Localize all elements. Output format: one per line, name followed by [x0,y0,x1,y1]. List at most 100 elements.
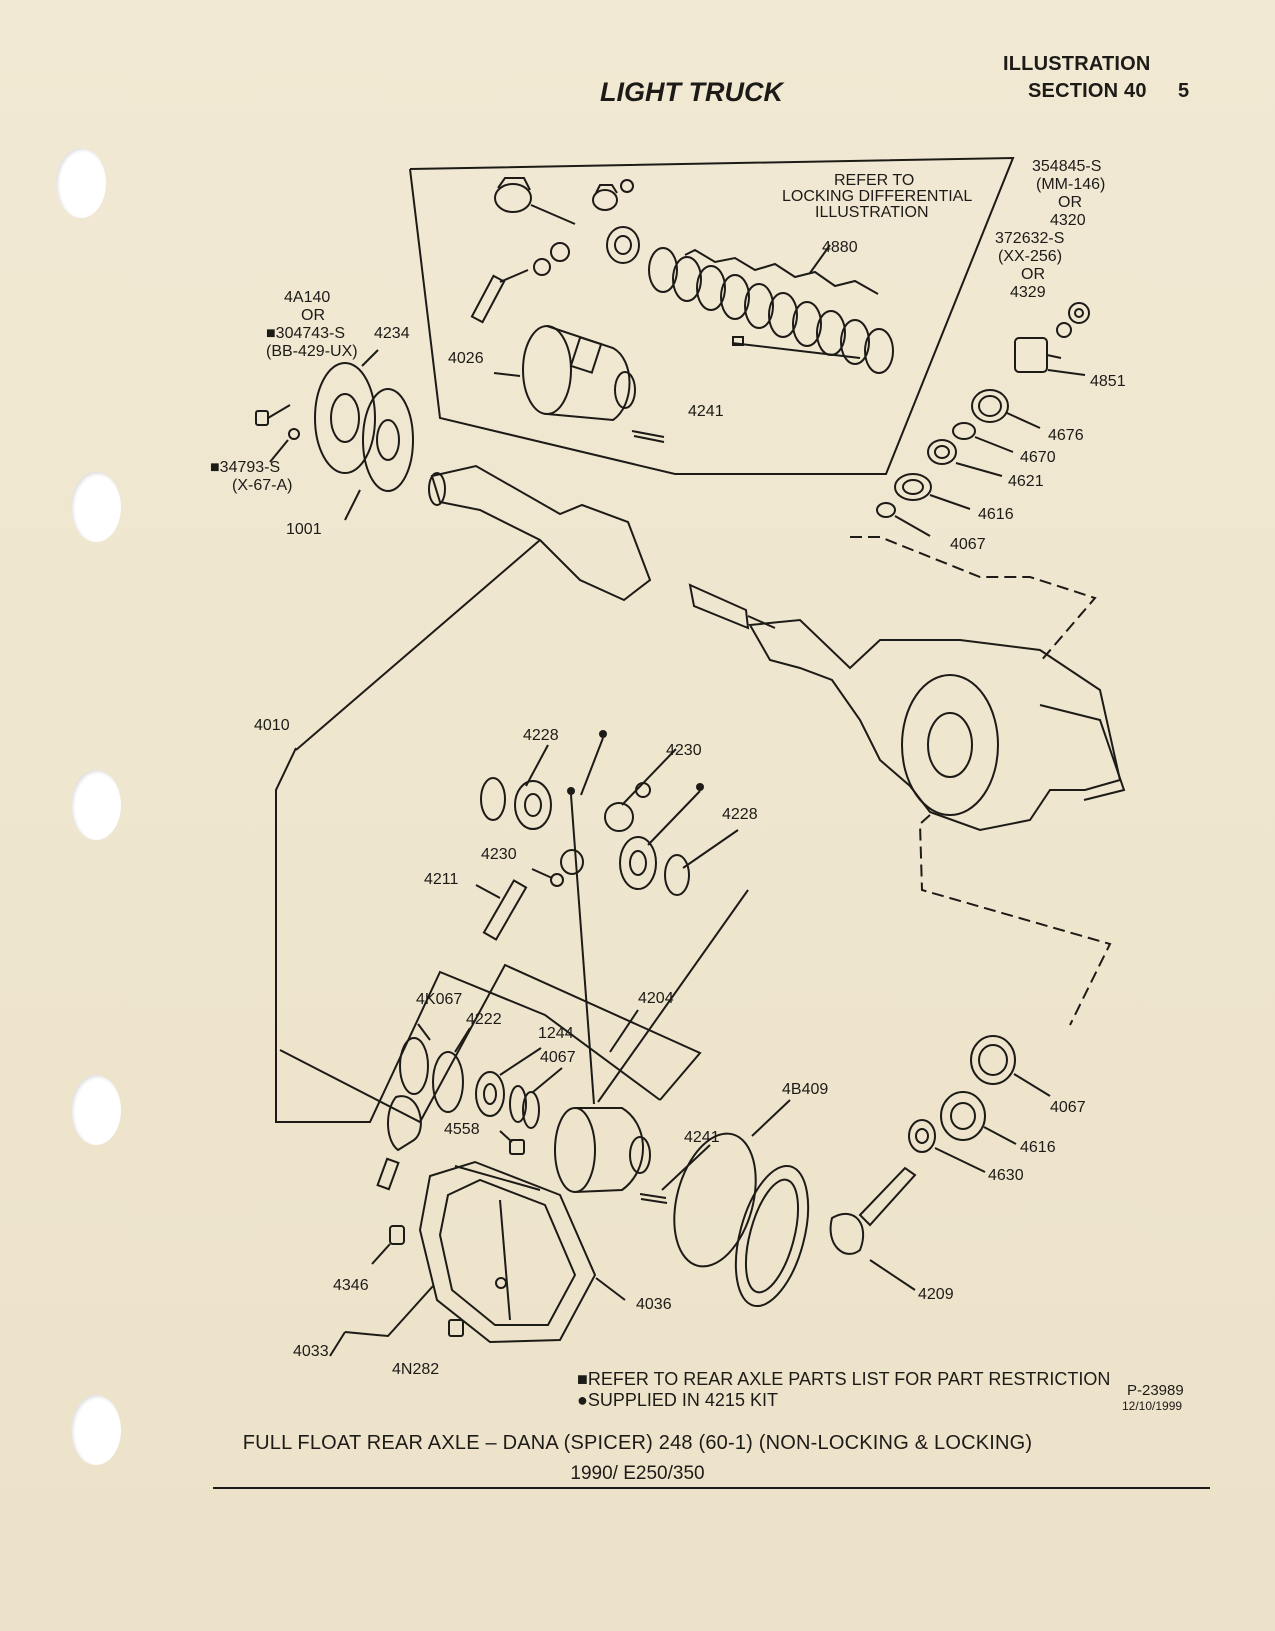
cross-pin-top [470,269,529,324]
label-xx256: (XX-256) [998,248,1062,265]
bearing-cup-4616-top [894,473,971,510]
label-4630: 4630 [988,1167,1024,1184]
page-number: 5 [1178,80,1190,102]
pinion-mate-upper [604,782,651,832]
differential-case-locking [493,325,636,422]
pinion-nut [1056,302,1090,338]
flange-nut [269,428,300,463]
pinion-flange-4851 [1014,337,1086,376]
housing-center [748,618,1126,832]
caption-title: FULL FLOAT REAR AXLE – DANA (SPICER) 248… [242,1432,1033,1454]
label-372632: 372632-S [995,230,1064,247]
label-4228-left: 4228 [523,727,559,744]
page-title: LIGHT TRUCK [600,77,783,107]
axle-housing-tube-left [428,464,652,602]
label-x67a: (X-67-A) [232,477,292,494]
label-4558: 4558 [444,1121,480,1138]
fill-plug-4346 [371,1225,405,1265]
reference-date: 12/10/1999 [1122,1399,1183,1413]
side-gear-left [514,780,552,830]
bracket-4033-down [329,1331,346,1357]
pinion-mate-lower [550,849,584,887]
shim-4K067 [399,1023,431,1095]
label-or-3: OR [301,307,325,324]
punch-hole-1 [56,148,106,218]
label-304743: ■304743-S [266,325,345,342]
label-4616-bottom: 4616 [1020,1139,1056,1156]
cap-bolt [376,1157,400,1191]
label-4026: 4026 [448,350,484,367]
drain-plug-4N282 [448,1319,464,1337]
axle-flange-4234 [314,349,379,474]
label-354845: 354845-S [1032,158,1101,175]
side-gear-top-right [606,226,640,264]
kit-dots [567,730,704,795]
cover-4033 [418,1160,626,1344]
bracket-4204 [279,963,702,1124]
side-gear-top-left [494,177,576,225]
shim-4067-right [970,1035,1051,1097]
caption-model: 1990/ E250/350 [570,1463,705,1484]
thrust-washer-4228-left [480,777,506,821]
label-4010: 4010 [254,717,290,734]
label-4616-top: 4616 [978,506,1014,523]
thrust-washer-4228-right [664,854,690,896]
label-4241-bottom: 4241 [684,1129,720,1146]
label-4851: 4851 [1090,373,1126,390]
dash-pinion-path [850,536,1097,663]
pinion-slinger-4670 [952,422,1014,453]
label-4230-right: 4230 [666,742,702,759]
bolt-4558 [499,1130,525,1155]
label-4211: 4211 [424,871,459,888]
label-4329: 4329 [1010,284,1046,301]
label-1244: 1244 [538,1025,574,1042]
label-or-1: OR [1058,194,1082,211]
reference-code: P-23989 [1127,1382,1184,1399]
leaders-nonlocking [475,737,739,1105]
bottom-rule [213,1487,1210,1489]
label-4A140: 4A140 [284,289,330,306]
ring-gear [734,1164,810,1308]
callout-labels: REFER TO LOCKING DIFFERENTIAL ILLUSTRATI… [210,158,1126,1378]
bearing-4630 [908,1119,986,1173]
label-4234: 4234 [374,325,410,342]
header-section: SECTION 40 [1028,80,1147,102]
gasket-4036 [454,1165,541,1191]
label-4676: 4676 [1048,427,1084,444]
bearing-cap [387,1095,422,1152]
lock-pin-top [631,336,861,443]
dash-differential-path [918,814,1112,1026]
label-refer-locking-1: REFER TO [834,172,914,189]
carrier-bearing-1244 [475,1047,542,1117]
pinion-seal-4676 [971,389,1041,429]
differential-case-4204 [554,1107,651,1193]
label-4B409: 4B409 [782,1081,828,1098]
label-4230-left: 4230 [481,846,517,863]
label-refer-locking-2: LOCKING DIFFERENTIAL [782,188,972,205]
label-4204: 4204 [638,990,674,1007]
label-4670: 4670 [1020,449,1056,466]
pinion-bearing-4621 [927,439,1003,477]
label-4N282: 4N282 [392,1361,439,1378]
bracket-4033 [344,1285,434,1338]
label-4067-mid: 4067 [540,1049,576,1066]
label-4222: 4222 [466,1011,502,1028]
label-4033: 4033 [293,1343,329,1360]
shim-4067-mid [509,1067,563,1129]
bearing-cup-4616-bottom [940,1091,1017,1145]
label-4067-right: 4067 [1050,1099,1086,1116]
clutch-plates [648,244,894,374]
thrust-washer-top [533,242,570,276]
punch-hole-5 [71,1395,121,1465]
label-4241-top: 4241 [688,403,724,420]
cross-shaft-4211 [482,879,528,941]
drive-pinion-4209 [829,1166,917,1291]
shim-4067-top [876,502,931,537]
leader-differential-case [597,889,749,1103]
punch-hole-3 [71,770,121,840]
locking-differential-frame [409,156,1015,475]
axle-hub-1001 [344,388,414,521]
bracket-4010 [275,747,661,1123]
